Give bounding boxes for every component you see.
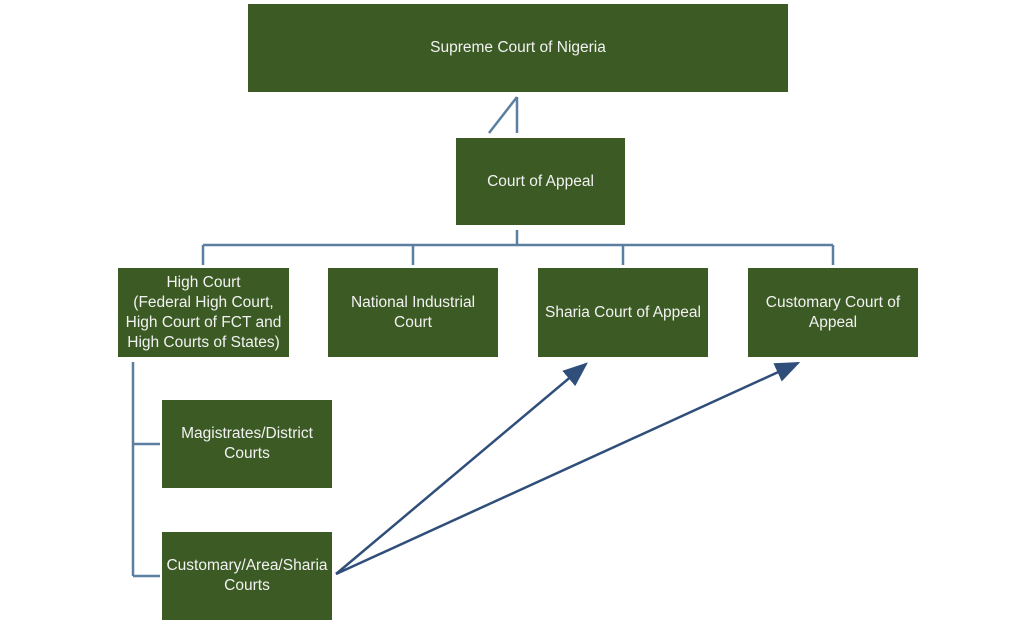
node-sharia-court-of-appeal: Sharia Court of Appeal: [538, 268, 708, 357]
arrow-to-customary-appeal: [335, 361, 801, 576]
arrow-to-sharia-appeal: [335, 362, 588, 575]
node-supreme-court: Supreme Court of Nigeria: [248, 4, 788, 92]
node-national-industrial-court: National Industrial Court: [328, 268, 498, 357]
node-magistrates-courts: Magistrates/District Courts: [162, 400, 332, 488]
node-court-of-appeal: Court of Appeal: [456, 138, 625, 225]
connector-supreme-diagonal: [488, 96, 518, 134]
node-customary-court-of-appeal: Customary Court of Appeal: [748, 268, 918, 357]
node-high-court: High Court (Federal High Court, High Cou…: [118, 268, 289, 357]
node-customary-area-sharia-courts: Customary/Area/Sharia Courts: [162, 532, 332, 620]
